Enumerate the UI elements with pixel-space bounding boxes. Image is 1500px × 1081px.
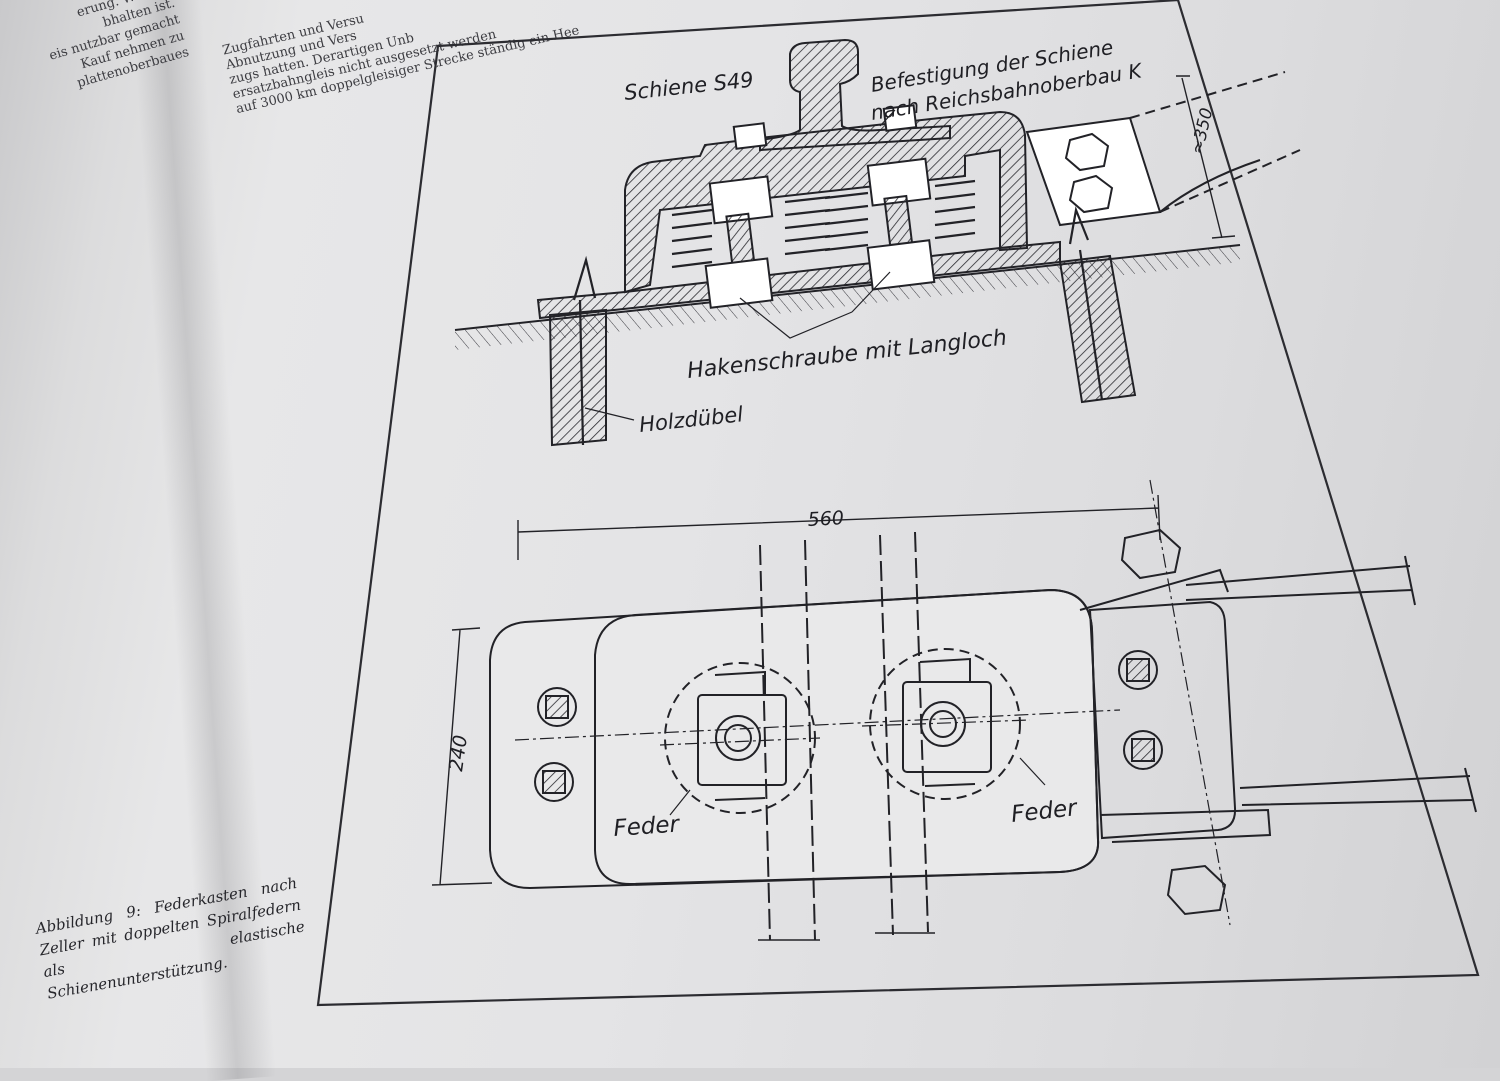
spring-box-plate bbox=[594, 588, 1100, 886]
clamp-bar-bottom bbox=[1099, 808, 1272, 843]
label-dimension-560: 560 bbox=[807, 507, 844, 531]
clamp-bar-top bbox=[1079, 568, 1229, 611]
centre-lines bbox=[514, 479, 1231, 926]
spring-housing-right bbox=[869, 648, 1021, 800]
clamp-plate bbox=[1088, 600, 1237, 840]
spring-box-housing bbox=[624, 110, 1029, 294]
rail-s49-profile bbox=[759, 38, 951, 152]
wood-dowel-left bbox=[548, 308, 607, 447]
bolt-nut-left bbox=[704, 257, 774, 309]
leader-fastening bbox=[879, 109, 896, 127]
plan-view bbox=[431, 479, 1477, 941]
rail-line-lower bbox=[1239, 767, 1477, 813]
dimension-line-560 bbox=[517, 494, 1161, 560]
rail-clamp-left bbox=[732, 122, 768, 150]
label-wood-dowel: Holzdübel bbox=[638, 402, 744, 437]
label-spring-left: Feder bbox=[613, 811, 682, 842]
label-rail: Schiene S49 bbox=[623, 68, 755, 105]
rail-centre-lines bbox=[759, 531, 929, 941]
wood-dowel-right bbox=[1058, 254, 1137, 404]
label-hook-bolt: Hakenschraube mit Langloch bbox=[686, 326, 1008, 384]
springs bbox=[671, 179, 976, 269]
figure-frame bbox=[316, 0, 1480, 1007]
label-dimension-240: 240 bbox=[445, 734, 472, 773]
nut-hex-upper bbox=[1064, 132, 1110, 172]
side-rail-extension bbox=[1129, 71, 1301, 213]
screw-left bbox=[572, 255, 597, 446]
label-dimension-350: ≈350 bbox=[1187, 106, 1217, 156]
fastening-bolts-left bbox=[534, 687, 577, 802]
dimension-line-240 bbox=[431, 627, 493, 886]
screw-right bbox=[1068, 206, 1104, 401]
cross-section-view bbox=[454, 38, 1301, 447]
rail-line-upper bbox=[1185, 555, 1416, 606]
ground-hatch bbox=[455, 245, 1240, 350]
nut-hex-lower bbox=[1068, 174, 1114, 214]
leader-wood-dowel bbox=[584, 407, 635, 421]
clamp-nuts bbox=[1120, 528, 1227, 916]
fastening-bolts-right bbox=[1118, 650, 1163, 770]
bolt-nut-right bbox=[866, 239, 936, 291]
leader-feder-left bbox=[669, 789, 691, 816]
leader-hook-bolt bbox=[739, 271, 891, 339]
leader-feder-right bbox=[1019, 757, 1046, 786]
dimension-line-350 bbox=[1176, 75, 1236, 239]
